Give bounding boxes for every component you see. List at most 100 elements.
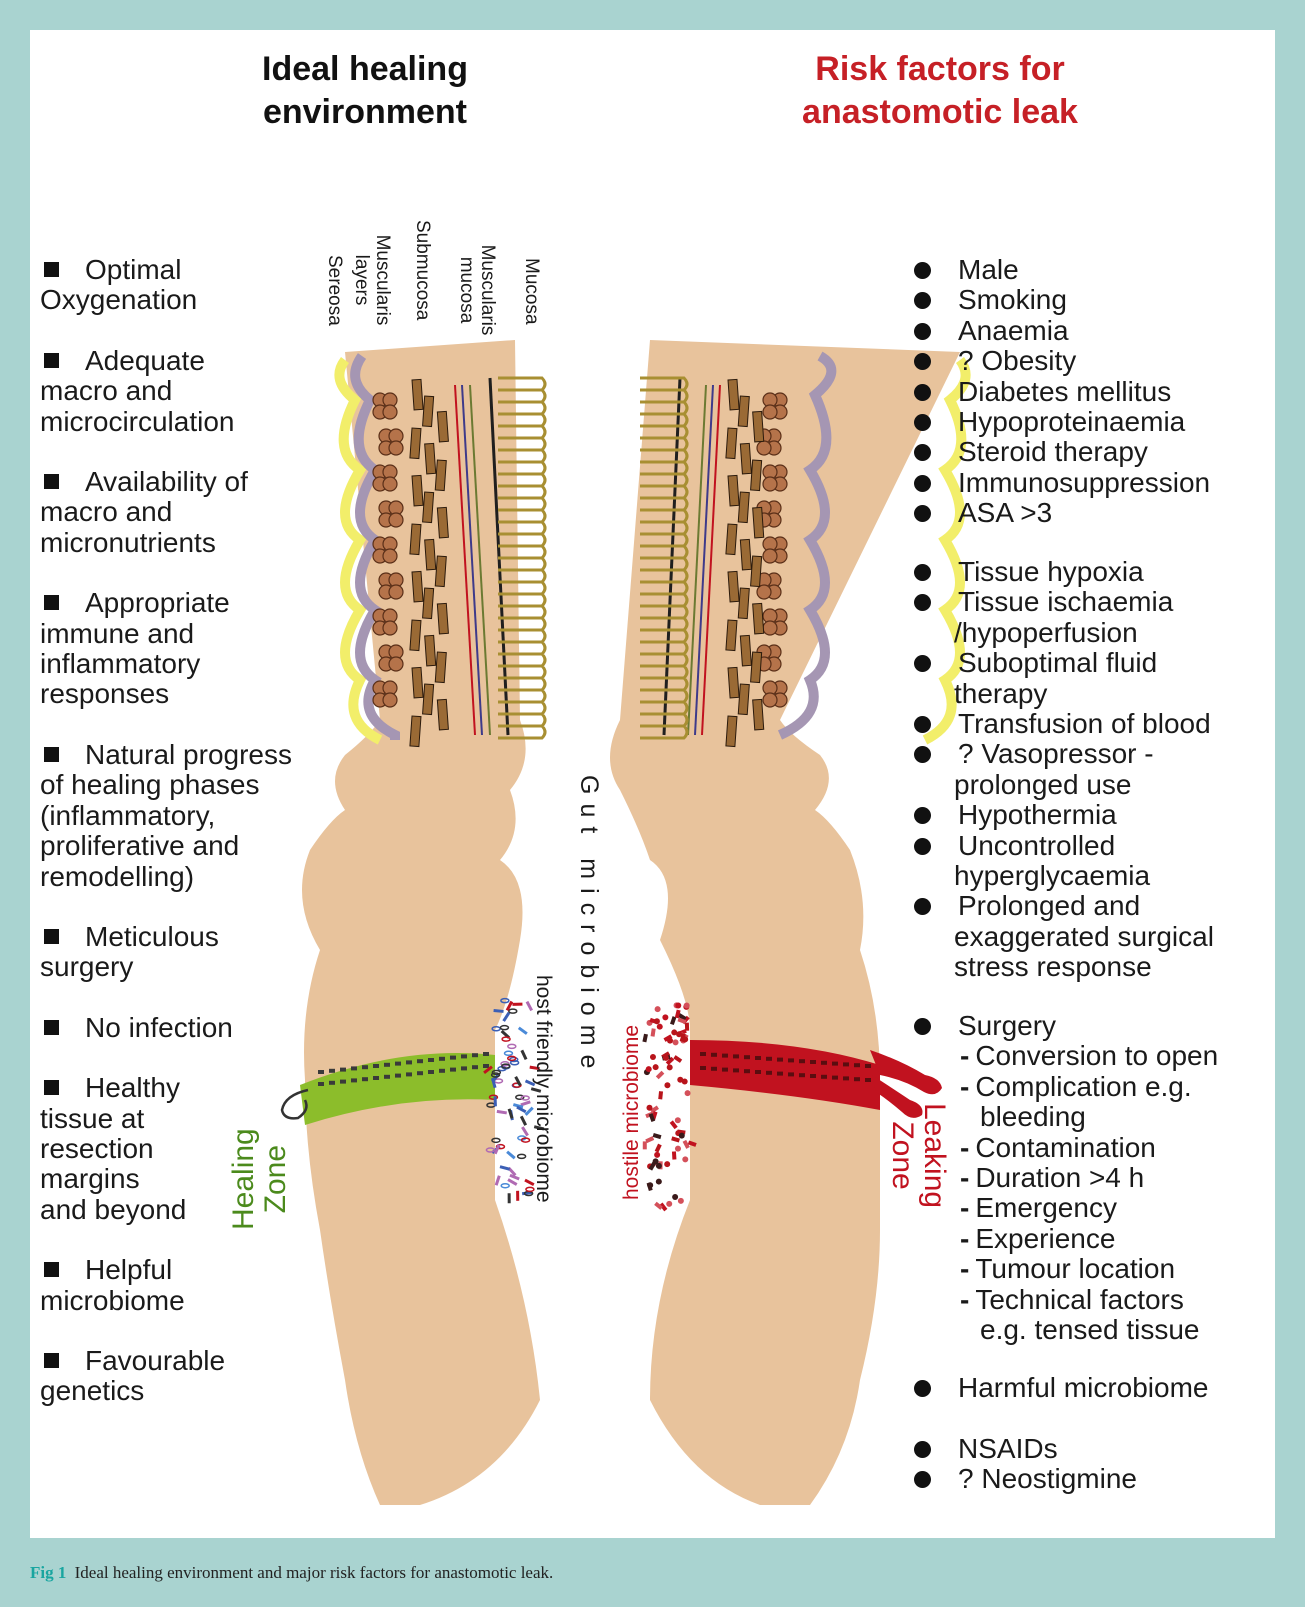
round-bullet-icon [914,475,931,492]
healing-factor-text: Healthy [85,1072,180,1103]
risk-factor: Suboptimal fluidtherapy [910,648,1250,709]
stitch [733,1068,739,1072]
dash-bullet-icon: - [960,1253,969,1284]
stitch [700,1052,706,1056]
stitch [733,1054,739,1058]
risk-factor: Uncontrolledhyperglycaemia [910,831,1250,892]
surgery-subfactor-text: bleeding [980,1101,1086,1132]
muscle-cell [383,621,397,635]
microbiome-risk-factor: Harmful microbiome [910,1373,1250,1403]
healing-factor-text: macro and [40,496,172,527]
risk-factor: Hypothermia [910,800,1250,830]
healing-factor: No infection [40,1013,330,1043]
dash-bullet-icon: - [960,1040,969,1071]
hostile-microbes [642,1002,696,1211]
microbe [508,1193,511,1203]
healing-factor-text: macro and [40,375,172,406]
leaking-zone-label: Leaking Zone [886,1103,950,1208]
host-friendly-label: host friendly microbiome [531,975,555,1203]
round-bullet-icon [914,716,931,733]
left-bowel-shape [302,340,540,1505]
left-heading-line1: Ideal healing [140,48,590,91]
stitch [777,1072,783,1076]
muscle-cell [763,477,777,491]
stitch [711,1067,717,1071]
square-bullet-icon [44,929,59,944]
healing-factor-text: of healing phases [40,769,260,800]
round-bullet-icon [914,262,931,279]
stitch [472,1065,478,1069]
risk-factor-text: Anaemia [958,316,1250,346]
microbe [664,1161,670,1167]
square-bullet-icon [44,1262,59,1277]
healing-factor-text: Optimal [85,254,181,285]
microbe [675,1146,681,1152]
muscle-cell [763,549,777,563]
stitch [777,1058,783,1062]
healing-factor-text: resection [40,1133,154,1164]
microbe [508,1044,516,1048]
fibre [410,428,421,459]
surgery-subfactor: e.g. tensed tissue [910,1315,1250,1345]
healing-factor-text: Favourable [85,1345,225,1376]
surgery-subfactor-text: Tumour location [975,1253,1175,1284]
healing-factor-text: proliferative and [40,830,239,861]
healing-factor-text: Availability of [85,466,248,497]
microbe [502,1037,510,1041]
risk-factor: Tissue hypoxia [910,557,1250,587]
microbe [518,1027,528,1035]
fibre [726,428,737,459]
surgery-subfactor-text: Duration >4 h [975,1162,1144,1193]
healing-factor-text: Oxygenation [40,284,197,315]
healing-factor: Appropriateimmune andinflammatoryrespons… [40,588,330,710]
healing-factor-text: and beyond [40,1194,186,1225]
risk-factor-text: Diabetes mellitus [958,377,1250,407]
microbe [673,1039,679,1045]
round-bullet-icon [914,898,931,915]
fibre [423,684,434,715]
microbe [494,1096,497,1106]
stitch [810,1074,816,1078]
stitch [373,1076,379,1080]
round-bullet-icon [914,594,931,611]
surgery-subfactor-text: Technical factors [975,1284,1184,1315]
square-bullet-icon [44,1020,59,1035]
risk-factor: Harmful microbiome [910,1373,1250,1403]
microbe [671,1136,680,1142]
surgery-subfactor: -Conversion to open [910,1041,1250,1071]
square-bullet-icon [44,1080,59,1095]
risk-factor-text: Tissue hypoxia [958,557,1250,587]
muscle-cell [389,657,403,671]
surgery-subfactor-text: e.g. tensed tissue [980,1314,1199,1345]
stitch [865,1064,871,1068]
healing-factors-list: OptimalOxygenationAdequatemacro andmicro… [40,255,330,1437]
risk-factor: Surgery [910,1011,1250,1041]
muscle-cell [389,513,403,527]
microbe [678,1198,684,1204]
microbe [654,1018,660,1024]
healing-factor-text: microcirculation [40,406,235,437]
fibre [751,652,762,683]
dash-bullet-icon: - [960,1192,969,1223]
healing-factor-text: Adequate [85,345,205,376]
healing-factor: Helpfulmicrobiome [40,1255,330,1316]
healing-factor-text: Appropriate [85,587,230,618]
round-bullet-icon [914,1018,931,1035]
fibre [425,443,436,474]
microbe [521,1096,529,1100]
figure-caption: Fig 1 Ideal healing environment and majo… [30,1563,553,1583]
stitch [744,1069,750,1073]
surgery-subfactor-text: Experience [975,1223,1115,1254]
fibre [423,396,434,427]
square-bullet-icon [44,474,59,489]
fibre [412,571,423,602]
stitch [722,1054,728,1058]
healing-factor-text: (inflammatory, [40,800,215,831]
surgery-subfactor-text: Complication e.g. [975,1071,1191,1102]
risk-factor: Diabetes mellitus [910,377,1250,407]
fibre [751,556,762,587]
gut-microbiome-label: Gut microbiome [574,775,603,1077]
risk-factor: ASA >3 [910,498,1250,528]
stitch [395,1074,401,1078]
